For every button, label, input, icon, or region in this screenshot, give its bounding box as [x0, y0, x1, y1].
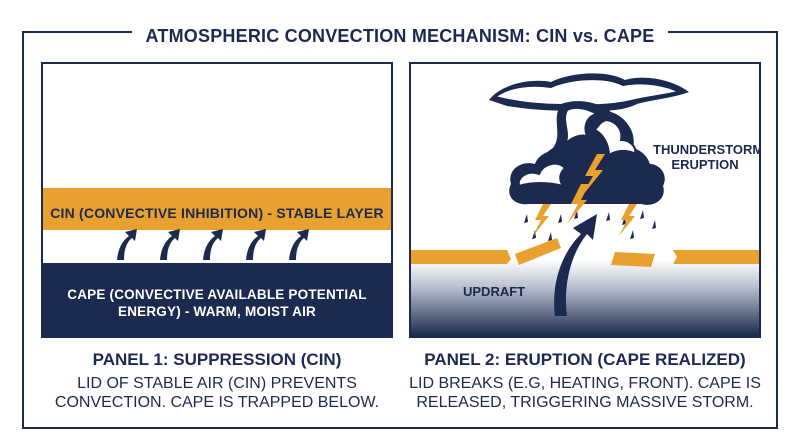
panel2-description: LID BREAKS (E.G, HEATING, FRONT). CAPE I… — [409, 375, 761, 411]
updraft-label: UPDRAFT — [463, 284, 526, 299]
broken-cin-lid — [411, 238, 759, 267]
cape-warm-moist-layer — [43, 263, 391, 336]
up-arrow-icon — [160, 229, 180, 260]
thunderstorm-eruption-label: THUNDERSTORM ERUPTION — [653, 142, 761, 172]
up-arrow-icon — [117, 229, 137, 260]
cin-stable-layer — [43, 188, 391, 230]
up-arrow-icon — [203, 229, 223, 260]
panel-suppression: CIN (CONVECTIVE INHIBITION) - STABLE LAY… — [41, 62, 393, 338]
rising-air-arrows — [117, 229, 309, 260]
cape-gradient-layer — [411, 260, 759, 336]
storm-cloud-icon — [489, 73, 689, 205]
panel2-caption: PANEL 2: ERUPTION (CAPE REALIZED) LID BR… — [405, 350, 765, 412]
panel2-heading: PANEL 2: ERUPTION (CAPE REALIZED) — [424, 350, 746, 369]
cin-layer-label: CIN (CONVECTIVE INHIBITION) - STABLE LAY… — [50, 205, 384, 221]
eruption-illustration — [411, 73, 759, 336]
panel-eruption: THUNDERSTORM ERUPTION UPDRAFT — [409, 62, 761, 338]
panel1-description: LID OF STABLE AIR (CIN) PREVENTS CONVECT… — [54, 375, 380, 411]
diagram-title: ATMOSPHERIC CONVECTION MECHANISM: CIN vs… — [0, 19, 800, 48]
updraft-arrow-icon — [554, 214, 597, 316]
suppression-illustration — [43, 188, 391, 336]
panel1-heading: PANEL 1: SUPPRESSION (CIN) — [92, 350, 342, 369]
panel1-caption: PANEL 1: SUPPRESSION (CIN) LID OF STABLE… — [37, 350, 397, 412]
up-arrow-icon — [246, 229, 266, 260]
cape-layer-label: CAPE (CONVECTIVE AVAILABLE POTENTIAL ENE… — [67, 287, 367, 319]
up-arrow-icon — [289, 229, 309, 260]
lightning-bolt-icon — [533, 154, 637, 236]
